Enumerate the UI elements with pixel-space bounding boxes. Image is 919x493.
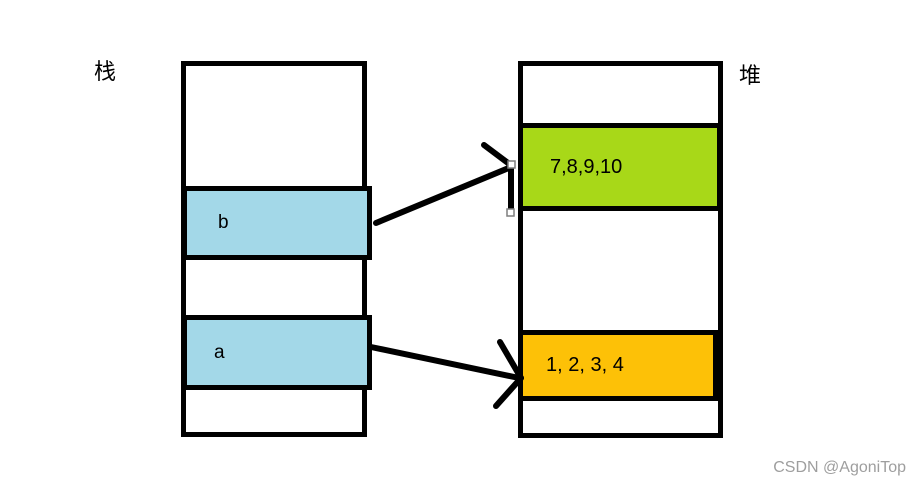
watermark: CSDN @AgoniTop bbox=[773, 459, 906, 476]
heap-cell-array2-values: 1, 2, 3, 4 bbox=[546, 354, 624, 376]
heap-cell-array1-values: 7,8,9,10 bbox=[550, 155, 623, 178]
selection-handle-top bbox=[507, 160, 516, 169]
arrow-b-to-array1-line bbox=[373, 164, 514, 226]
stack-label: 栈 bbox=[94, 59, 118, 84]
stack-cell-a-label: a bbox=[214, 341, 225, 363]
arrow-b-to-array1-head-upper bbox=[481, 142, 515, 169]
stack-cell-b: b bbox=[182, 186, 372, 260]
stack-cell-b-label: b bbox=[218, 212, 229, 233]
heap-label: 堆 bbox=[739, 63, 763, 88]
stack-cell-a: a bbox=[182, 315, 372, 390]
heap-cell-array2: 1, 2, 3, 4 bbox=[518, 330, 718, 401]
selection-handle-bottom bbox=[506, 208, 515, 217]
heap-cell-array1: 7,8,9,10 bbox=[518, 123, 722, 211]
arrow-a-to-array2-line bbox=[368, 344, 522, 381]
